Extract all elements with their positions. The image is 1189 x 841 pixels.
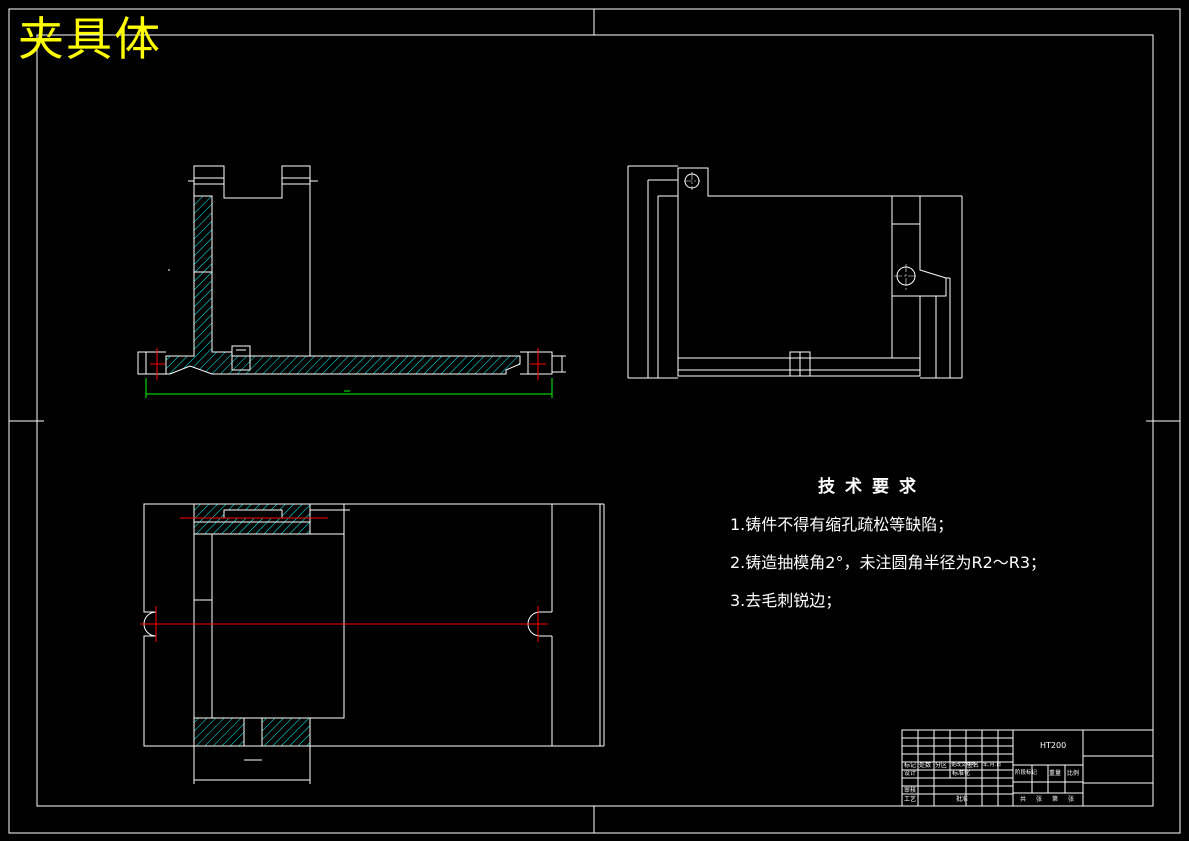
tb-process-label: 工艺: [904, 796, 917, 803]
top-view: [143, 503, 605, 784]
tb-row-label-date: 年.月.日: [983, 762, 1002, 768]
front-view-section-hatch: [165, 195, 521, 375]
tb-standard-label: 标准化: [952, 770, 971, 777]
side-view-centerlines: [680, 172, 918, 371]
tb-row-label-mark: 标记: [904, 762, 917, 769]
tb-row-label-count: 处数: [919, 762, 932, 769]
title-block-material: HT200: [1040, 741, 1067, 750]
tb-sheet-total: 共: [1020, 796, 1027, 803]
drawing-title: 夹具体: [18, 12, 162, 66]
tb-row-label-signature: 签名: [967, 762, 980, 769]
requirement-item-1: 1.铸件不得有缩孔疏松等缺陷；: [730, 515, 954, 534]
front-view: [137, 165, 566, 375]
requirement-item-2: 2.铸造抽模角2°，未注圆角半径为R2～R3；: [730, 553, 1047, 572]
requirement-item-3: 3.去毛刺锐边；: [730, 591, 842, 610]
top-view-upper-hatch: [193, 503, 311, 535]
technical-requirements: 技术要求 1.铸件不得有缩孔疏松等缺陷； 2.铸造抽模角2°，未注圆角半径为R2…: [730, 472, 1046, 625]
top-view-centerlines: [140, 517, 548, 642]
tb-scale-label: 比例: [1067, 770, 1080, 777]
front-view-centerlines: [150, 348, 546, 380]
tb-approve-label: 批准: [956, 796, 969, 803]
tb-sheet-number: 第: [1052, 796, 1059, 803]
tb-sheet-unit-1: 张: [1036, 796, 1043, 803]
sheet-border: [8, 8, 1181, 834]
tb-weight-label: 重量: [1049, 770, 1062, 777]
tb-review-label: 审核: [904, 787, 917, 794]
title-block: [901, 729, 1154, 807]
front-view-overall-dimension: [145, 378, 553, 398]
tb-row-label-change-doc: 更改文件号: [951, 762, 977, 768]
tb-sheet-unit-2: 张: [1068, 796, 1075, 803]
tb-design-label: 设计: [904, 770, 917, 777]
tb-stage-label: 阶段标记: [1015, 770, 1038, 776]
technical-requirements-heading: 技术要求: [818, 477, 926, 497]
side-view: [627, 165, 963, 379]
tb-row-label-zone: 分区: [935, 762, 948, 769]
